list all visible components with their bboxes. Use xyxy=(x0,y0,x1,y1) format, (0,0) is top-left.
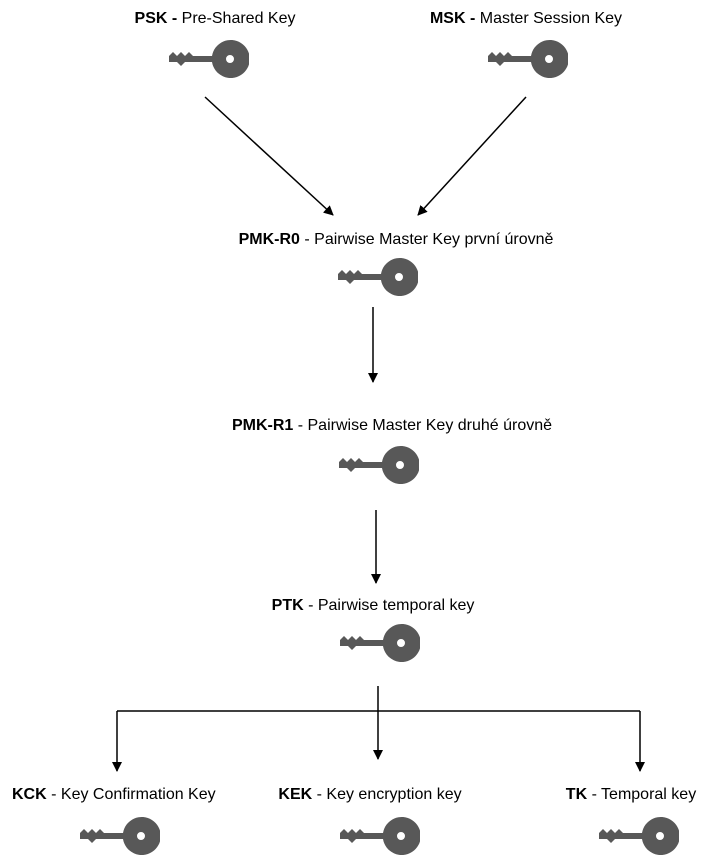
node-desc-pmk-r1: - Pairwise Master Key druhé úrovně xyxy=(293,417,553,434)
node-abbr-ptk: PTK xyxy=(271,597,304,614)
key-icon xyxy=(599,817,679,855)
key-icon xyxy=(340,817,420,855)
node-label-psk: PSK - Pre-Shared Key xyxy=(135,9,296,29)
node-label-pmk-r0: PMK-R0 - Pairwise Master Key první úrovn… xyxy=(239,230,554,250)
key-icon xyxy=(339,446,419,484)
arrow-msk-to-pmk-r0 xyxy=(417,96,527,216)
node-label-pmk-r1: PMK-R1 - Pairwise Master Key druhé úrovn… xyxy=(232,416,552,436)
node-label-kek: KEK - Key encryption key xyxy=(278,785,461,805)
node-desc-kek: - Key encryption key xyxy=(312,786,462,803)
key-icon xyxy=(488,40,568,78)
node-abbr-pmk-r1: PMK-R1 xyxy=(231,417,294,434)
node-desc-pmk-r0: - Pairwise Master Key první úrovně xyxy=(299,231,554,248)
node-abbr-kek: KEK xyxy=(278,786,313,803)
node-abbr-kck: KCK xyxy=(12,786,47,803)
node-label-tk: TK - Temporal key xyxy=(566,785,696,805)
key-icon xyxy=(338,258,418,296)
node-abbr-psk: PSK - xyxy=(134,10,178,27)
node-abbr-pmk-r0: PMK-R0 xyxy=(238,231,300,248)
node-label-ptk: PTK - Pairwise temporal key xyxy=(272,596,475,616)
node-desc-tk: - Temporal key xyxy=(587,786,697,803)
key-icon xyxy=(169,40,249,78)
node-label-msk: MSK - Master Session Key xyxy=(430,9,622,29)
node-abbr-tk: TK xyxy=(565,786,588,803)
node-abbr-msk: MSK - xyxy=(429,10,476,27)
node-desc-msk: Master Session Key xyxy=(475,10,623,27)
node-desc-psk: Pre-Shared Key xyxy=(177,10,296,27)
node-desc-ptk: - Pairwise temporal key xyxy=(303,597,475,614)
key-icon xyxy=(80,817,160,855)
node-label-kck: KCK - Key Confirmation Key xyxy=(12,785,216,805)
arrow-psk-to-pmk-r0 xyxy=(204,96,334,216)
node-desc-kck: - Key Confirmation Key xyxy=(46,786,216,803)
key-icon xyxy=(340,624,420,662)
